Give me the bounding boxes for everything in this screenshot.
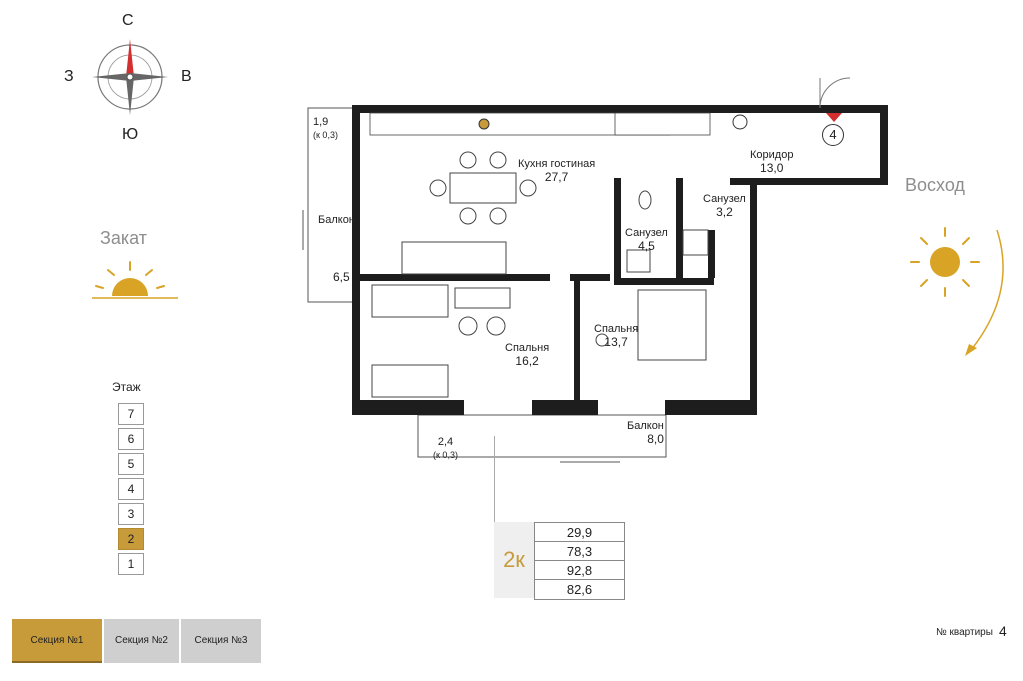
- balcony-south-coef: (к 0,3): [433, 450, 458, 460]
- kitchen-label: Кухня гостиная 27,7: [518, 158, 595, 184]
- bedroom2-area: 13,7: [604, 335, 628, 349]
- apartment-number-label: № квартиры: [936, 627, 993, 638]
- floor-button-1[interactable]: 1: [118, 553, 144, 575]
- kitchen-name: Кухня гостиная: [518, 158, 596, 170]
- floor-button-3[interactable]: 3: [118, 503, 144, 525]
- corridor-label: Коридор 13,0: [750, 149, 793, 175]
- bath2-area: 4,5: [638, 239, 655, 253]
- balcony-west-coef: (к 0,3): [313, 130, 338, 140]
- balcony-south-note: 2,4 (к 0,3): [433, 436, 458, 462]
- balcony-south-name: Балкон: [627, 420, 664, 432]
- floor-button-6[interactable]: 6: [118, 428, 144, 450]
- stat-value: 92,8: [534, 560, 625, 581]
- floor-button-7[interactable]: 7: [118, 403, 144, 425]
- stat-value: 29,9: [534, 522, 625, 543]
- entrance-arrow-icon: [826, 113, 842, 122]
- stat-value: 82,6: [534, 579, 625, 600]
- compass-south: Ю: [122, 126, 139, 143]
- bedroom2-label: Спальня 13,7: [594, 323, 638, 349]
- floor-button-5[interactable]: 5: [118, 453, 144, 475]
- floor-plan: [302, 77, 888, 463]
- balcony-west-area: 6,5: [333, 270, 350, 284]
- section-tab-3[interactable]: Секция №3: [181, 619, 261, 663]
- balcony-south-area: 8,0: [647, 432, 664, 446]
- sunrise-label: Восход: [905, 175, 965, 195]
- floor-button-2[interactable]: 2: [118, 528, 144, 550]
- balcony-south-label: Балкон 8,0: [627, 420, 664, 446]
- compass-west: З: [64, 68, 74, 85]
- compass-north: С: [122, 12, 134, 29]
- section-tab-1[interactable]: Секция №1: [12, 619, 102, 663]
- bedroom1-name: Спальня: [505, 342, 550, 354]
- stats-connector: [494, 436, 495, 522]
- sunset-icon: [92, 261, 178, 299]
- compass-east: В: [181, 68, 192, 85]
- sunrise-icon: [910, 227, 1004, 356]
- bath1-label: Санузел 3,2: [703, 193, 746, 219]
- stat-value: 78,3: [534, 541, 625, 562]
- balcony-west-name: Балкон: [318, 214, 355, 226]
- bath2-label: Санузел 4,5: [625, 227, 668, 253]
- section-tab-2[interactable]: Секция №2: [104, 619, 179, 663]
- bedroom1-area: 16,2: [515, 354, 539, 368]
- compass-rose-icon: [92, 39, 168, 115]
- bedroom1-label: Спальня 16,2: [505, 342, 549, 368]
- floor-button-4[interactable]: 4: [118, 478, 144, 500]
- bath1-area: 3,2: [716, 205, 733, 219]
- floor-selector-title: Этаж: [112, 380, 141, 394]
- corridor-area: 13,0: [760, 161, 784, 175]
- bedroom2-name: Спальня: [594, 323, 639, 335]
- apartment-number: 4: [999, 623, 1007, 639]
- sunset-label: Закат: [100, 228, 148, 248]
- apartment-type: 2к: [494, 522, 534, 598]
- bath1-name: Санузел: [703, 193, 746, 205]
- balcony-west-dims: 1,9: [313, 116, 329, 128]
- balcony-west-note: 1,9 (к 0,3): [313, 116, 338, 142]
- kitchen-area: 27,7: [544, 170, 569, 184]
- bath2-name: Санузел: [625, 227, 668, 239]
- balcony-south-dims: 2,4: [437, 436, 454, 448]
- corridor-name: Коридор: [750, 149, 794, 161]
- entrance-number: 4: [822, 124, 844, 146]
